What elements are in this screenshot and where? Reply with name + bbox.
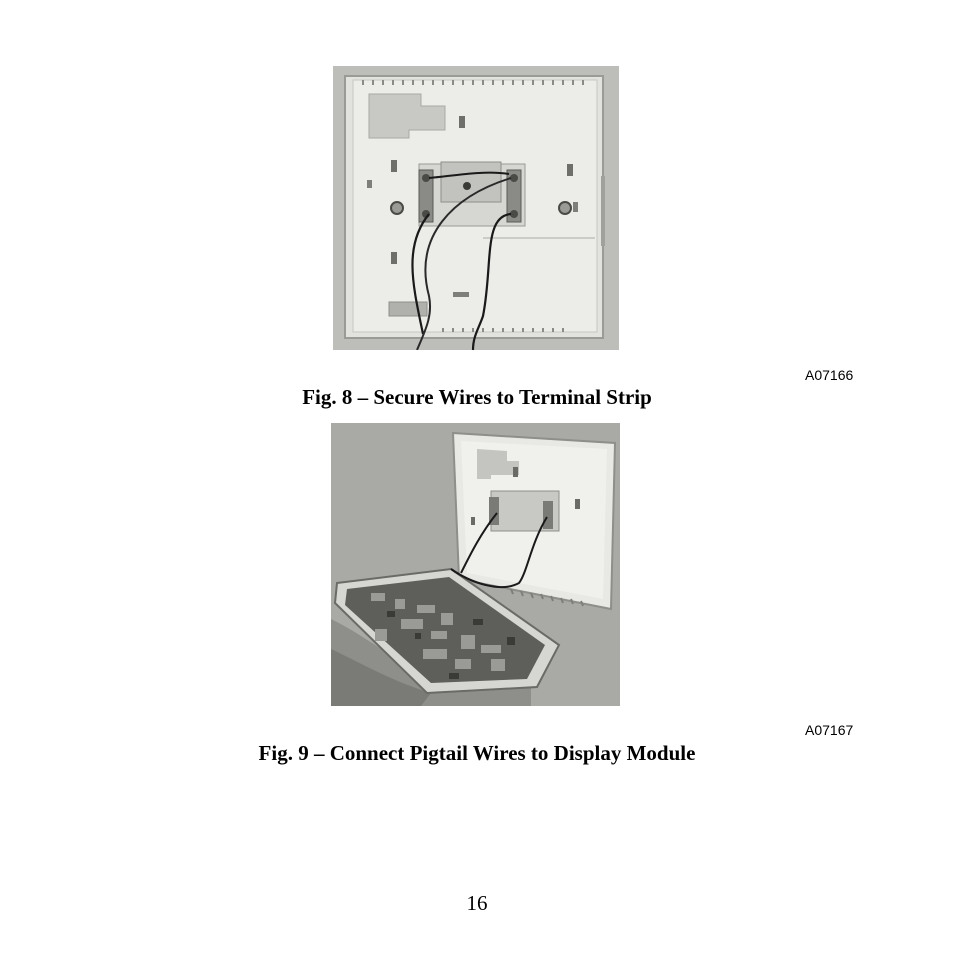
figure-8-caption: Fig. 8 – Secure Wires to Terminal Strip bbox=[302, 385, 652, 409]
page-number: 16 bbox=[466, 891, 488, 915]
fig9-photo bbox=[331, 423, 620, 706]
figure-8-image-code: A07166 bbox=[805, 367, 854, 383]
figure-9-image-code: A07167 bbox=[805, 722, 854, 738]
fig8-photo bbox=[333, 66, 619, 350]
figure-9-caption: Fig. 9 – Connect Pigtail Wires to Displa… bbox=[258, 741, 696, 765]
